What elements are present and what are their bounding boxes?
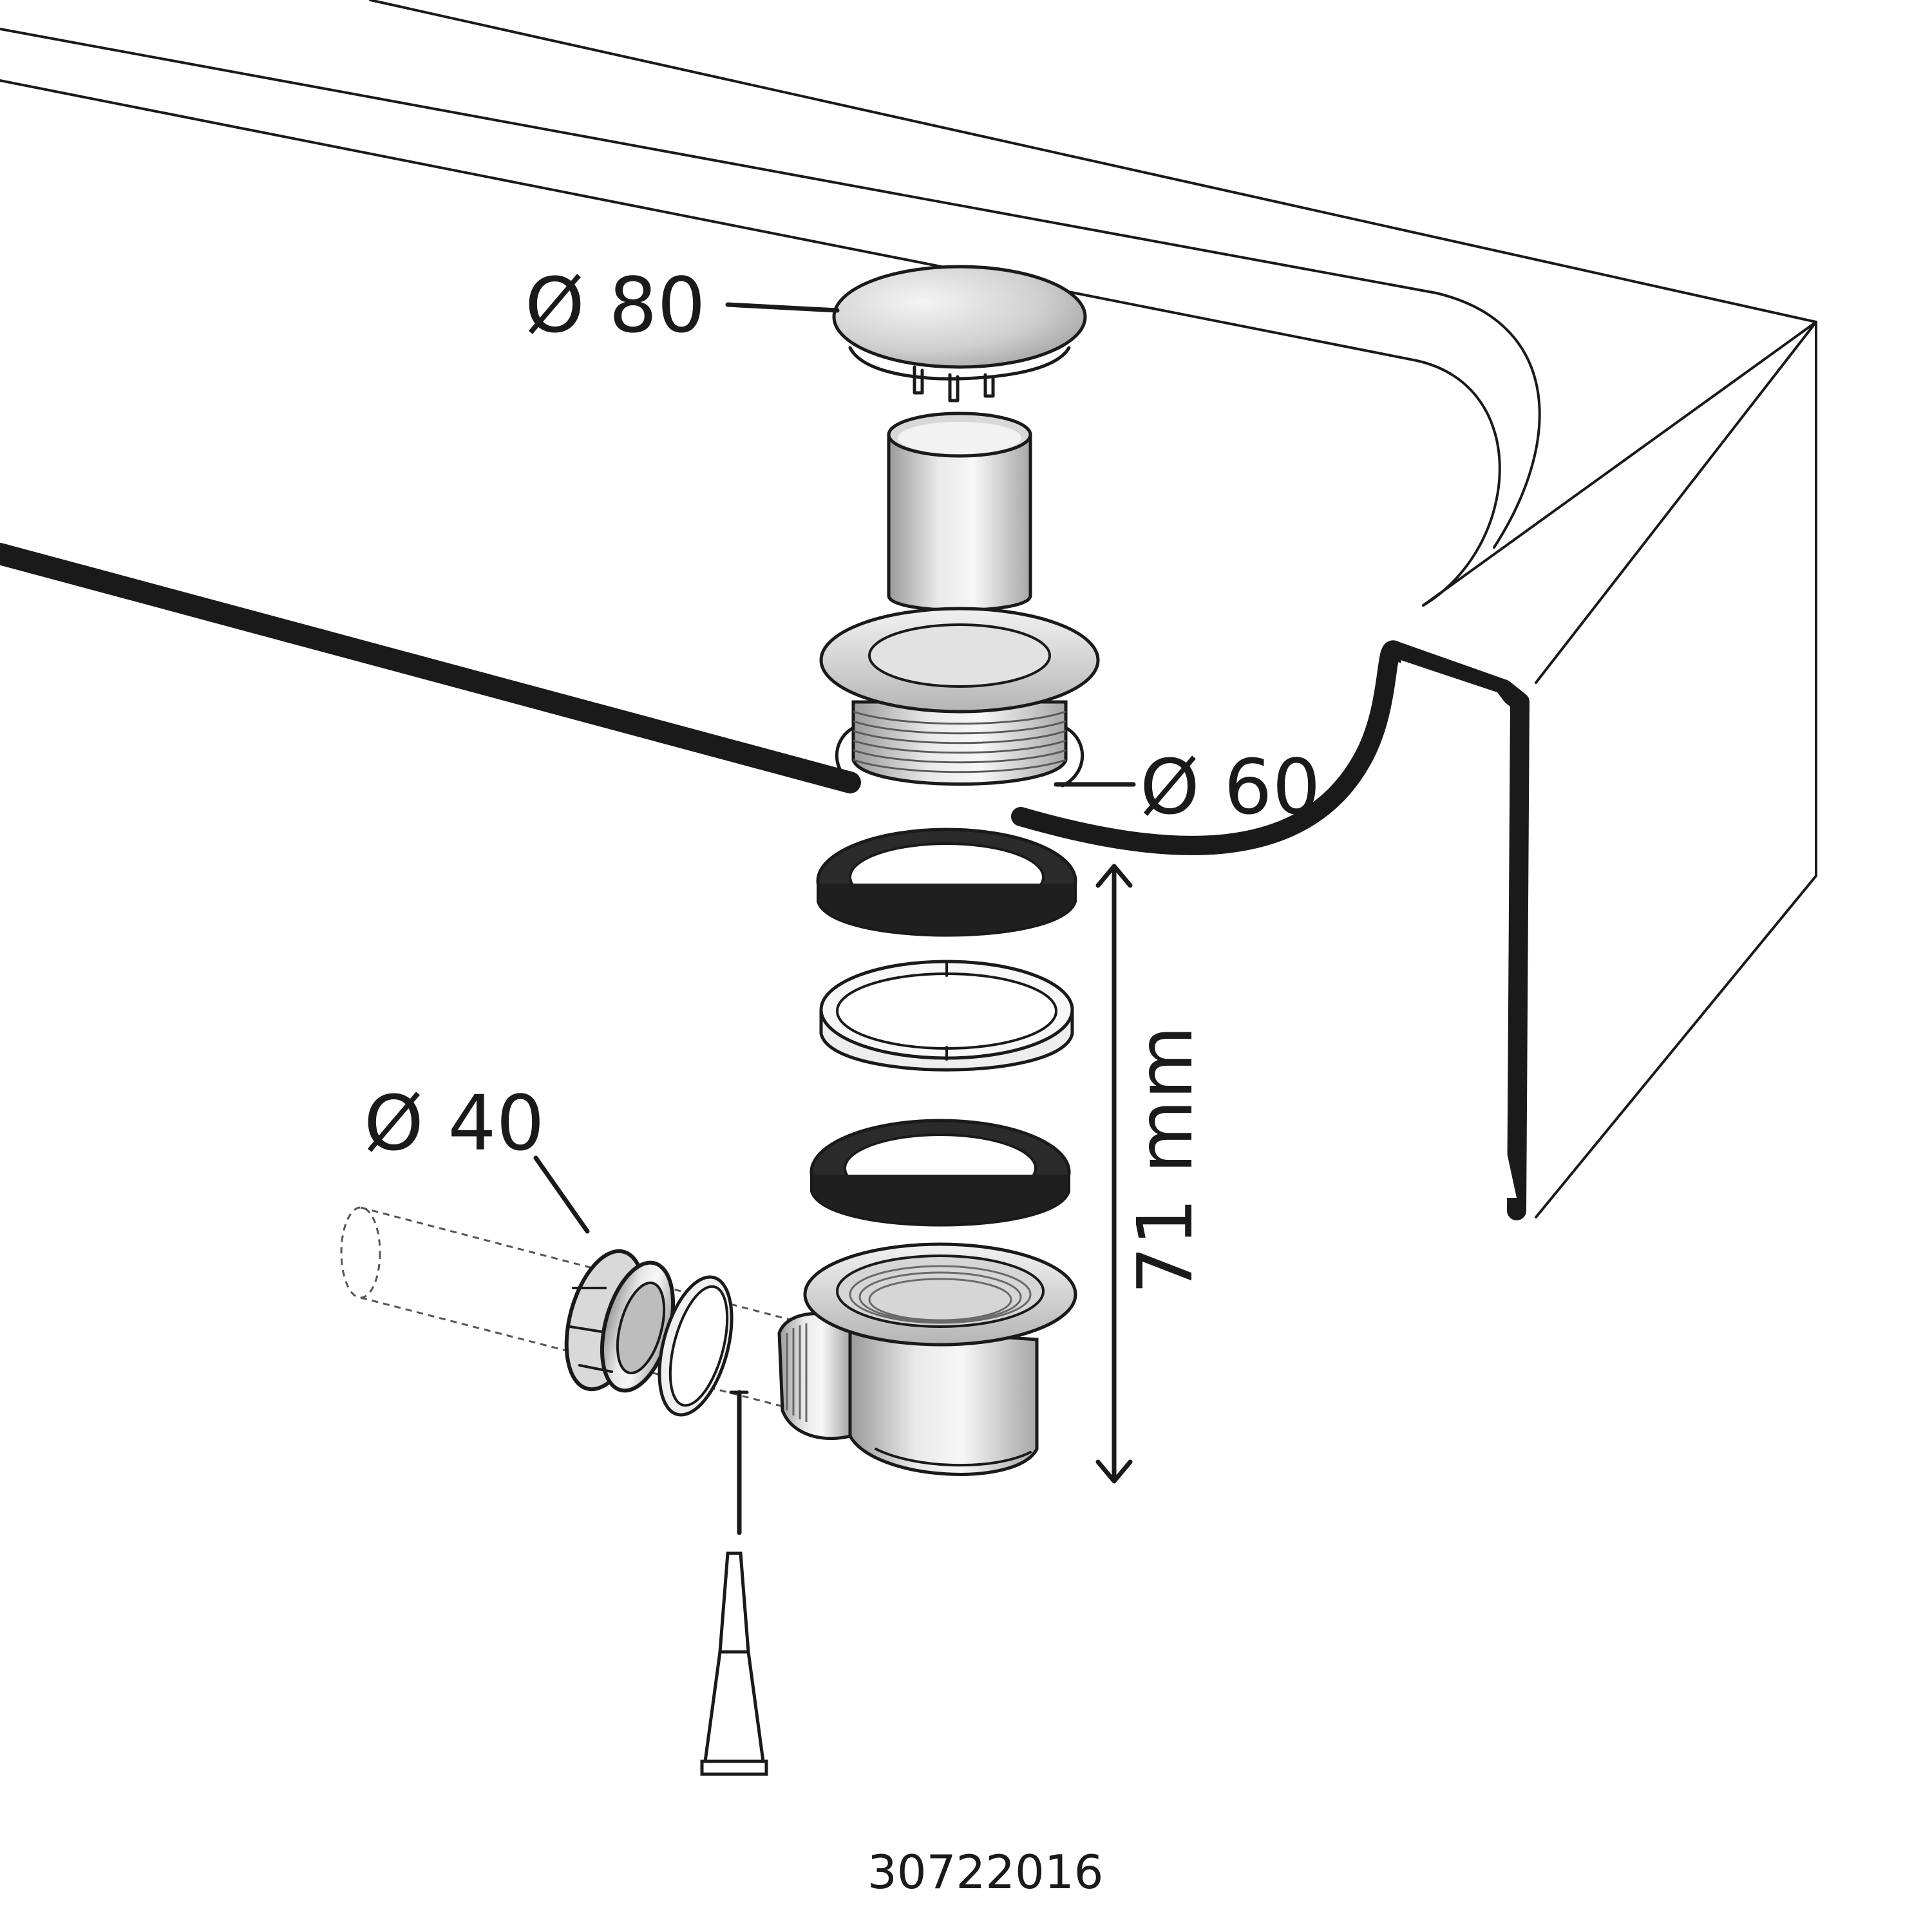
shower-tray bbox=[0, 0, 1817, 1220]
gasket-bottom bbox=[810, 1119, 1071, 1227]
product-code-label: 30722016 bbox=[867, 1845, 1103, 1899]
outlet-diameter-label: Ø 40 bbox=[364, 1079, 545, 1168]
cover-diameter-label: Ø 80 bbox=[525, 261, 706, 350]
gasket-top bbox=[816, 828, 1077, 937]
outlet-nut bbox=[564, 1249, 676, 1393]
outlet-leader-line bbox=[533, 1155, 590, 1234]
drain-body bbox=[777, 1242, 1077, 1476]
body-diameter-label: Ø 60 bbox=[1140, 743, 1321, 831]
silicone-tube bbox=[700, 1390, 768, 1776]
drain-cover bbox=[832, 265, 1087, 402]
height-dimension-arrow bbox=[1095, 864, 1133, 1484]
cover-leader-line bbox=[725, 302, 840, 313]
support-ring bbox=[819, 960, 1074, 1072]
drain-flange bbox=[819, 607, 1100, 788]
height-dimension-label: 71 mm bbox=[1121, 1025, 1209, 1294]
upper-tube bbox=[887, 412, 1032, 612]
outlet-seal bbox=[658, 1275, 734, 1417]
